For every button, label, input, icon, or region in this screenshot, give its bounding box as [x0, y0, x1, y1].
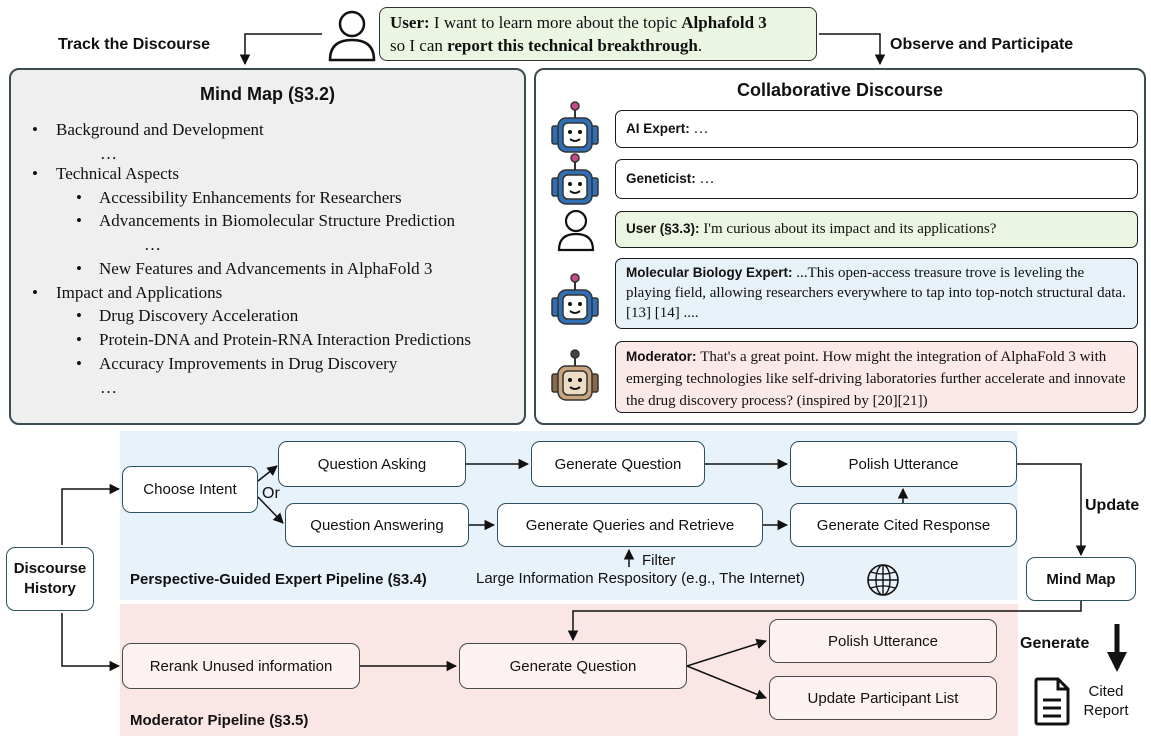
message-speaker: Geneticist:	[626, 171, 696, 186]
robot-moderator-icon	[551, 349, 599, 401]
message-geneticist: Geneticist: …	[615, 159, 1138, 199]
mind-map-item: Background and Development	[56, 120, 264, 139]
user-text-3: .	[697, 36, 703, 55]
user-small-icon	[557, 209, 595, 252]
mind-map-item: Impact and Applications	[56, 283, 223, 302]
user-goal: report this technical breakthrough	[447, 36, 698, 55]
expert-pipeline-label: Perspective-Guided Expert Pipeline (§3.4…	[130, 571, 427, 588]
rerank-box: Rerank Unused information	[122, 643, 360, 689]
mind-map-box: Mind Map	[1026, 557, 1136, 601]
message-user: User (§3.3): I'm curious about its impac…	[615, 211, 1138, 248]
mind-map-item: New Features and Advancements in AlphaFo…	[99, 259, 433, 278]
message-text: That's a great point. How might the inte…	[626, 349, 1126, 409]
generate-label: Generate	[1020, 635, 1090, 652]
update-participant-list-box: Update Participant List	[769, 676, 997, 720]
message-speaker: AI Expert:	[626, 121, 690, 136]
mind-map-panel	[9, 68, 526, 425]
bullet-4: •	[76, 211, 82, 230]
cited-report-label: Cited Report	[1083, 683, 1129, 719]
track-discourse-label: Track the Discourse	[58, 36, 211, 53]
repository-label: Large Information Respository (e.g., The…	[476, 570, 806, 587]
mind-map-ellipsis: …	[100, 144, 117, 163]
filter-label: Filter	[642, 552, 676, 569]
user-text-1: I want to learn more about the topic	[433, 13, 678, 32]
message-speaker: Molecular Biology Expert:	[626, 265, 793, 280]
message-text: …	[693, 121, 709, 137]
globe-icon	[867, 564, 899, 596]
robot-geneticist-icon	[551, 153, 599, 205]
choose-intent-box: Choose Intent	[122, 466, 258, 513]
message-text: …	[699, 171, 715, 187]
generate-question-box: Generate Question	[531, 441, 705, 487]
mind-map-item: Advancements in Biomolecular Structure P…	[99, 211, 455, 230]
user-text-2: so I can	[390, 36, 443, 55]
mind-map-ellipsis: …	[100, 378, 117, 397]
question-answering-box: Question Answering	[285, 503, 469, 547]
moderator-pipeline-label: Moderator Pipeline (§3.5)	[130, 712, 309, 729]
polish-utterance-box: Polish Utterance	[790, 441, 1017, 487]
user-avatar-icon	[328, 10, 376, 62]
user-topic: Alphafold 3	[681, 13, 767, 32]
bullet-5: •	[76, 259, 82, 278]
mind-map-ellipsis: …	[144, 235, 161, 254]
or-label: Or	[262, 485, 280, 502]
question-asking-box: Question Asking	[278, 441, 466, 487]
message-text: ...This open-access treasure trove is le…	[626, 265, 1126, 321]
moderator-polish-utterance-box: Polish Utterance	[769, 619, 997, 663]
moderator-generate-question-box: Generate Question	[459, 643, 687, 689]
message-molecular-biology: Molecular Biology Expert: ...This open-a…	[615, 258, 1138, 329]
message-ai-expert: AI Expert: …	[615, 110, 1138, 148]
bullet-1: •	[32, 120, 38, 139]
mind-map-title: Mind Map (§3.2)	[199, 84, 335, 104]
mind-map-item: Accuracy Improvements in Drug Discovery	[99, 354, 398, 373]
discourse-title: Collaborative Discourse	[736, 80, 944, 100]
robot-ai-expert-icon	[551, 101, 599, 153]
mind-map-item: Drug Discovery Acceleration	[99, 306, 299, 325]
mind-map-item: Accessibility Enhancements for Researche…	[99, 188, 402, 207]
message-text: I'm curious about its impact and its app…	[703, 221, 997, 237]
update-label: Update	[1085, 497, 1140, 514]
document-icon	[1034, 677, 1070, 726]
mind-map-item: Protein-DNA and Protein-RNA Interaction …	[99, 330, 472, 349]
discourse-history-box: Discourse History	[6, 547, 94, 611]
bullet-3: •	[76, 188, 82, 207]
user-prefix: User:	[390, 13, 430, 32]
message-speaker: Moderator:	[626, 349, 697, 364]
generate-queries-box: Generate Queries and Retrieve	[497, 503, 763, 547]
observe-participate-label: Observe and Participate	[890, 36, 1074, 53]
generate-cited-response-box: Generate Cited Response	[790, 503, 1017, 547]
robot-molecular-biology-icon	[551, 273, 599, 325]
bullet-9: •	[76, 354, 82, 373]
mind-map-item: Technical Aspects	[56, 164, 179, 183]
bullet-2: •	[32, 164, 38, 183]
bullet-7: •	[76, 306, 82, 325]
message-moderator: Moderator: That's a great point. How mig…	[615, 341, 1138, 413]
message-speaker: User (§3.3):	[626, 221, 700, 236]
bullet-8: •	[76, 330, 82, 349]
user-request-bubble: User: I want to learn more about the top…	[379, 7, 817, 61]
bullet-6: •	[32, 283, 38, 302]
